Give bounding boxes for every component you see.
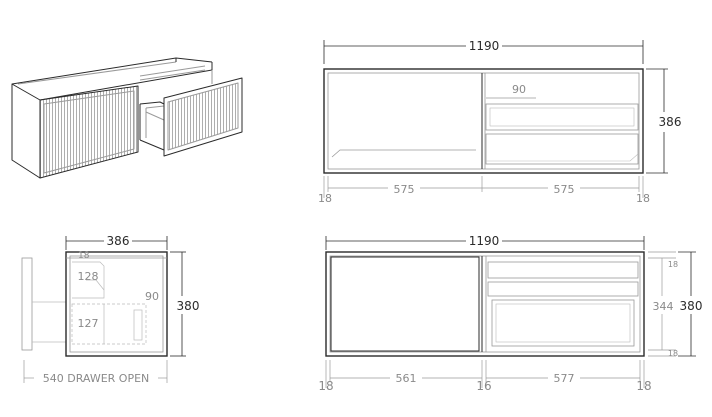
top-view: 1190 90 386 18 575 575 18 <box>318 39 681 205</box>
front-view: 1190 18 344 18 380 18 561 16 577 18 <box>318 234 702 393</box>
isometric-view <box>11 57 243 179</box>
front-height: 380 <box>680 299 703 313</box>
side-drawer-open: 540 DRAWER OPEN <box>43 372 150 385</box>
front-left-door: 561 <box>396 372 417 385</box>
front-bottom-panel: 18 <box>668 349 678 358</box>
top-right-side: 18 <box>636 192 650 205</box>
side-view: 386 18 128 90 127 380 540 DRAWER OPEN <box>21 234 200 385</box>
top-depth: 386 <box>659 115 682 129</box>
side-lower-drawer: 127 <box>78 317 99 330</box>
top-right-opening: 575 <box>554 183 575 196</box>
front-divider: 16 <box>476 379 491 393</box>
front-top-panel: 18 <box>668 260 678 269</box>
top-left-side: 18 <box>318 192 332 205</box>
front-overall-width: 1190 <box>469 234 500 248</box>
side-height: 380 <box>177 299 200 313</box>
front-inner-height: 344 <box>653 300 674 313</box>
side-top-panel: 18 <box>78 251 90 261</box>
front-left-side: 18 <box>318 379 333 393</box>
side-upper-drawer: 128 <box>78 270 99 283</box>
front-right-side: 18 <box>636 379 651 393</box>
top-left-opening: 575 <box>394 183 415 196</box>
front-right-drawer: 577 <box>554 372 575 385</box>
side-rail: 90 <box>145 290 159 303</box>
side-depth: 386 <box>107 234 130 248</box>
top-rail-dim: 90 <box>512 83 526 96</box>
top-overall-width: 1190 <box>469 39 500 53</box>
